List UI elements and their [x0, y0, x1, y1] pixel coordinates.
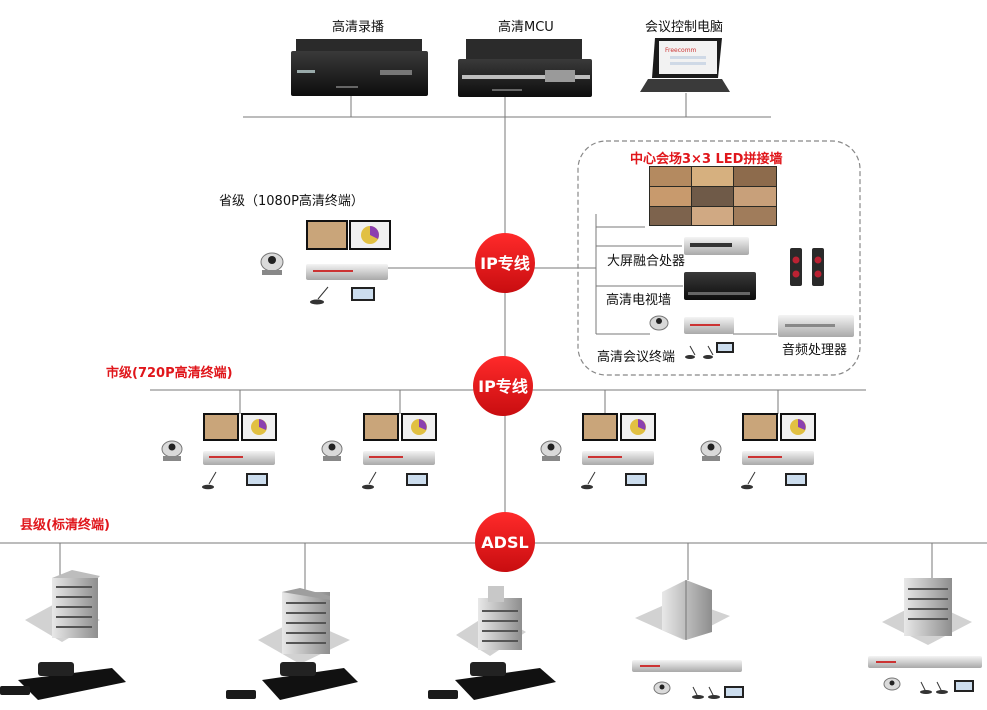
fusion-label: 大屏融合处器 [607, 254, 686, 269]
county-building-3 [428, 586, 556, 700]
speakers-device [790, 248, 824, 286]
mcu-label: 高清MCU [498, 20, 554, 35]
hd-terminal-label: 高清会议终端 [597, 350, 676, 365]
city-terminal-set-2 [321, 413, 437, 490]
led-wall [649, 166, 777, 226]
audio-label: 音频处理器 [782, 343, 848, 358]
laptop-device: Freecomm [640, 38, 730, 92]
ip-node-1: IP专线 [475, 233, 535, 293]
province-terminal-set [260, 220, 391, 305]
city-label: 市级(720P高清终端) [106, 366, 233, 381]
county-building-5 [868, 578, 982, 694]
ip-node-2-label: IP专线 [478, 377, 528, 396]
ip-node-2: IP专线 [473, 356, 533, 416]
tv-wall-label: 高清电视墙 [606, 293, 672, 308]
ip-node-1-label: IP专线 [480, 254, 530, 273]
center-terminal-device [649, 315, 734, 359]
recorder-device [291, 39, 428, 96]
adsl-node-label: ADSL [481, 533, 528, 552]
county-building-4 [632, 580, 744, 699]
audio-processor-device [778, 315, 854, 337]
county-label: 县级(标清终端) [20, 518, 110, 533]
fusion-processor-device [684, 237, 749, 255]
recorder-label: 高清录播 [332, 20, 385, 35]
county-building-1 [0, 570, 126, 700]
adsl-node: ADSL [475, 512, 535, 572]
city-terminal-set-4 [700, 413, 816, 490]
pc-screen-brand: Freecomm [665, 47, 697, 54]
province-label: 省级（1080P高清终端） [219, 194, 364, 209]
county-building-2 [226, 588, 358, 700]
center-room-title: 中心会场3×3 LED拼接墙 [630, 152, 783, 167]
city-terminal-set-1 [161, 413, 277, 490]
center-room-boundary [577, 140, 861, 376]
mcu-device [458, 39, 592, 97]
city-terminal-set-3 [540, 413, 656, 490]
pc-label: 会议控制电脑 [645, 20, 724, 35]
tv-wall-device [684, 272, 756, 300]
